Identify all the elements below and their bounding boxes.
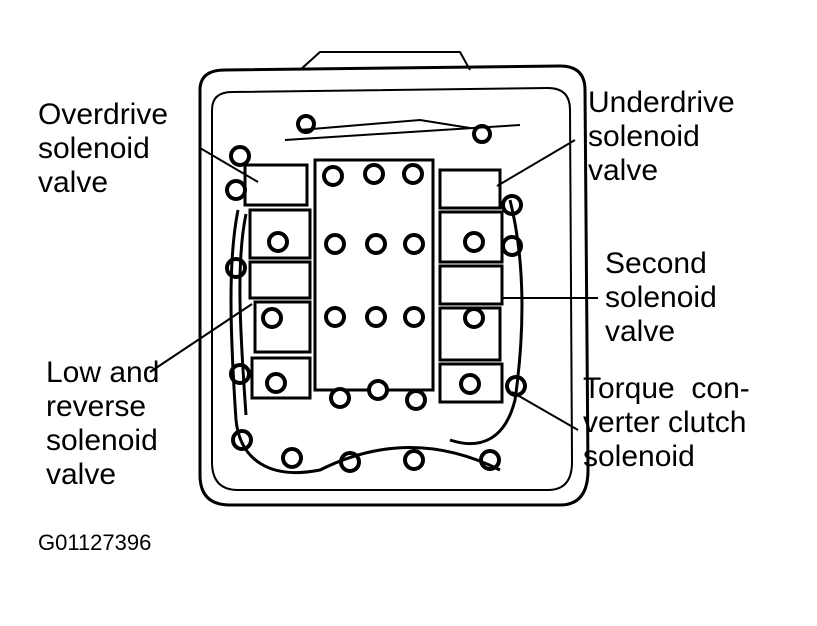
label-overdrive-solenoid-valve: Overdrive solenoid valve — [38, 98, 168, 200]
wiring-harness — [229, 118, 524, 475]
second-line-1: Second — [605, 247, 707, 280]
label-torque-converter-clutch-solenoid: Torque con- verter clutch solenoid — [583, 372, 750, 474]
leader-overdrive — [199, 147, 259, 183]
overdrive-line-2: solenoid — [38, 132, 150, 165]
left-valve-stack — [243, 163, 312, 400]
housing-inner — [211, 86, 574, 491]
figure-code: G01127396 — [38, 530, 152, 555]
torque-line-1: Torque con- — [583, 372, 750, 405]
second-line-3: valve — [605, 315, 676, 348]
overdrive-line-3: valve — [38, 166, 109, 199]
low-reverse-line-2: reverse — [46, 390, 147, 423]
low-reverse-line-4: valve — [46, 458, 117, 491]
leader-torque — [511, 391, 579, 431]
second-line-2: solenoid — [605, 281, 717, 314]
underdrive-line-2: solenoid — [588, 120, 700, 153]
right-valve-stack — [438, 168, 504, 404]
label-second-solenoid-valve: Second solenoid valve — [605, 247, 717, 349]
leader-low-reverse — [149, 303, 253, 373]
underdrive-line-3: valve — [588, 154, 659, 187]
torque-line-3: solenoid — [583, 440, 695, 473]
leader-underdrive — [496, 139, 576, 187]
center-plate — [313, 158, 435, 392]
label-underdrive-solenoid-valve: Underdrive solenoid valve — [588, 86, 735, 188]
overdrive-line-1: Overdrive — [38, 98, 169, 131]
underdrive-line-1: Underdrive — [588, 86, 735, 119]
low-reverse-line-1: Low and — [46, 356, 160, 389]
housing-outline — [198, 64, 590, 507]
torque-line-2: verter clutch — [583, 406, 747, 439]
low-reverse-line-3: solenoid — [46, 424, 158, 457]
label-low-reverse-solenoid-valve: Low and reverse solenoid valve — [46, 356, 159, 492]
center-bolts — [322, 163, 427, 411]
leader-lines — [149, 139, 598, 431]
